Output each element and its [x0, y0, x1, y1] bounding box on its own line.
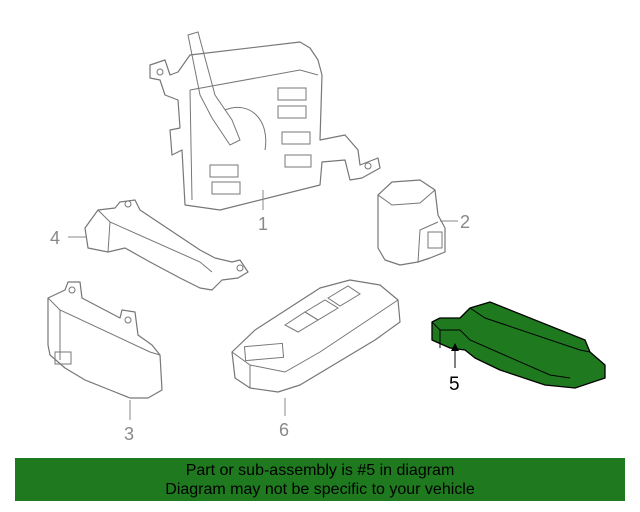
banner-line-1: Part or sub-assembly is #5 in diagram	[185, 462, 455, 479]
info-banner: Part or sub-assembly is #5 in diagram Di…	[15, 458, 625, 501]
callout-4[interactable]: 4	[50, 228, 60, 248]
callout-2[interactable]: 2	[460, 212, 470, 232]
part-2-sensor[interactable]	[377, 179, 446, 266]
part-4-bracket[interactable]	[84, 199, 249, 291]
part-6-key-fob[interactable]	[231, 279, 401, 393]
leader-arrow-5	[451, 343, 459, 351]
part-3-mount[interactable]	[47, 281, 163, 399]
part-1-control-module[interactable]	[149, 31, 381, 211]
callout-3[interactable]: 3	[124, 424, 134, 444]
parts-diagram: 1 2 4 3 6	[47, 31, 606, 444]
callout-5[interactable]: 5	[449, 374, 460, 395]
callout-1[interactable]: 1	[258, 214, 268, 234]
callout-6[interactable]: 6	[279, 420, 289, 440]
banner-line-2: Diagram may not be specific to your vehi…	[165, 481, 475, 498]
part-5-receiver-highlighted[interactable]	[431, 301, 606, 389]
